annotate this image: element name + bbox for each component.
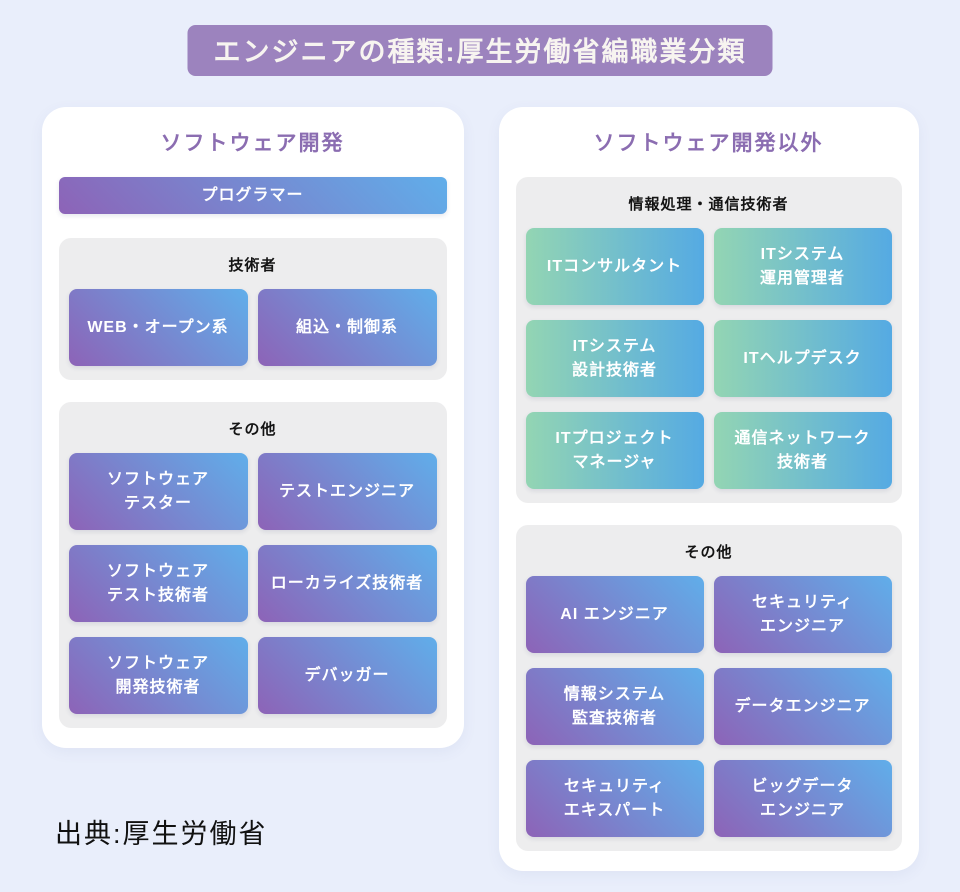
section-engineers-grid: WEB・オープン系 組込・制御系: [68, 289, 437, 366]
job-software-test-engineer: ソフトウェア テスト技術者: [68, 545, 248, 622]
section-left-others-label: その他: [228, 421, 277, 438]
section-engineers: 技術者 WEB・オープン系 組込・制御系: [58, 238, 447, 380]
job-embedded-control: 組込・制御系: [257, 289, 437, 366]
section-engineers-label: 技術者: [228, 257, 277, 274]
job-it-project-manager: ITプロジェクト マネージャ: [525, 412, 704, 489]
page-title: エンジニアの種類:厚生労働省編職業分類: [187, 25, 773, 76]
job-big-data-engineer: ビッグデータ エンジニア: [713, 760, 892, 837]
panels-container: ソフトウェア開発 プログラマー 技術者 WEB・オープン系 組込・制御系 その他…: [40, 107, 920, 871]
section-left-others-grid: ソフトウェア テスター テストエンジニア ソフトウェア テスト技術者 ローカライ…: [68, 453, 437, 714]
section-info-communication-label: 情報処理・通信技術者: [628, 196, 789, 213]
section-left-others: その他 ソフトウェア テスター テストエンジニア ソフトウェア テスト技術者 ロ…: [58, 402, 447, 728]
job-it-consultant: ITコンサルタント: [525, 228, 704, 305]
left-panel-header: ソフトウェア開発: [160, 132, 345, 155]
job-security-engineer: セキュリティ エンジニア: [713, 576, 892, 653]
job-it-system-design-engineer: ITシステム 設計技術者: [525, 320, 704, 397]
panel-software-development: ソフトウェア開発 プログラマー 技術者 WEB・オープン系 組込・制御系 その他…: [41, 107, 464, 748]
section-info-communication-grid: ITコンサルタント ITシステム 運用管理者 ITシステム 設計技術者 ITヘル…: [525, 228, 892, 489]
job-test-engineer: テストエンジニア: [257, 453, 437, 530]
section-right-others: その他 AI エンジニア セキュリティ エンジニア 情報システム 監査技術者 デ…: [515, 525, 902, 851]
source-caption: 出典:厚生労働省: [55, 819, 268, 849]
job-debugger: デバッガー: [257, 637, 437, 714]
section-info-communication: 情報処理・通信技術者 ITコンサルタント ITシステム 運用管理者 ITシステム…: [515, 177, 902, 503]
job-data-engineer: データエンジニア: [713, 668, 892, 745]
job-information-system-auditor: 情報システム 監査技術者: [525, 668, 704, 745]
job-ai-engineer: AI エンジニア: [525, 576, 704, 653]
section-right-others-label: その他: [684, 544, 733, 561]
job-localization-engineer: ローカライズ技術者: [257, 545, 437, 622]
job-network-engineer: 通信ネットワーク 技術者: [713, 412, 892, 489]
section-right-others-grid: AI エンジニア セキュリティ エンジニア 情報システム 監査技術者 データエン…: [525, 576, 892, 837]
job-it-help-desk: ITヘルプデスク: [713, 320, 892, 397]
job-it-system-operations-manager: ITシステム 運用管理者: [713, 228, 892, 305]
right-panel-header: ソフトウェア開発以外: [593, 132, 824, 155]
job-software-development-engineer: ソフトウェア 開発技術者: [68, 637, 248, 714]
job-security-expert: セキュリティ エキスパート: [525, 760, 704, 837]
job-software-tester: ソフトウェア テスター: [68, 453, 248, 530]
panel-non-software-development: ソフトウェア開発以外 情報処理・通信技術者 ITコンサルタント ITシステム 運…: [498, 107, 919, 871]
job-programmer: プログラマー: [58, 177, 447, 214]
job-web-open: WEB・オープン系: [68, 289, 248, 366]
